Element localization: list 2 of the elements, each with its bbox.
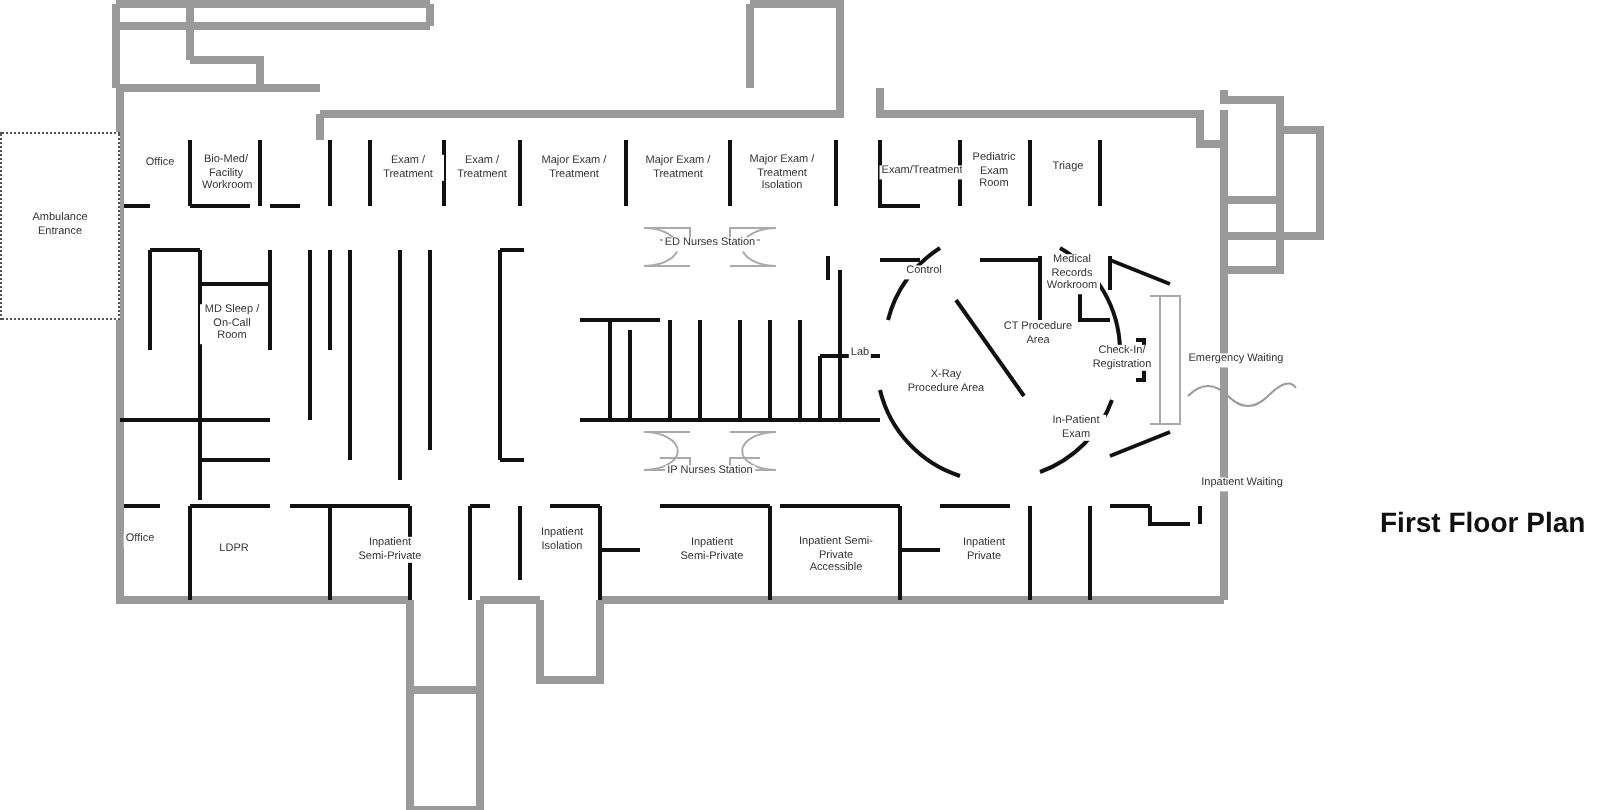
plan-title: First Floor Plan [1380, 504, 1586, 542]
entrance-zone [0, 132, 120, 320]
